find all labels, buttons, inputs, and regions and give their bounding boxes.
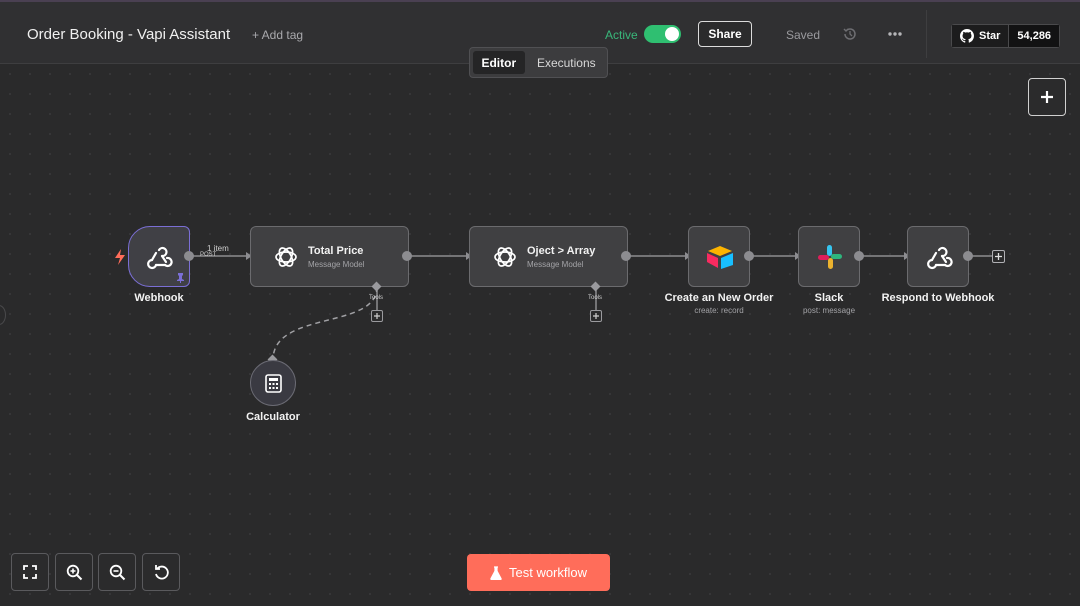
pin-icon: [177, 273, 184, 283]
object-array-node[interactable]: Oject > Array Message Model: [469, 226, 628, 287]
slack-output-handle[interactable]: [854, 251, 864, 261]
plus-icon: [1041, 91, 1053, 103]
lightning-icon: [115, 249, 125, 265]
share-button[interactable]: Share: [698, 21, 752, 47]
create-order-node[interactable]: [688, 226, 750, 287]
active-label: Active: [605, 28, 638, 42]
zoom-out-icon: [109, 564, 125, 580]
fullscreen-icon: [23, 565, 37, 579]
tab-executions[interactable]: Executions: [536, 55, 596, 70]
total-price-tools-label: Tools: [369, 295, 384, 301]
zoom-out-button[interactable]: [98, 553, 136, 591]
test-workflow-button[interactable]: Test workflow: [467, 554, 610, 591]
total-price-title: Total Price: [308, 245, 364, 257]
create-order-sublabel: create: record: [694, 306, 744, 315]
webhook-label: Webhook: [134, 292, 184, 304]
total-price-node[interactable]: Total Price Message Model: [250, 226, 409, 287]
add-tag-button[interactable]: + Add tag: [252, 28, 304, 42]
object-array-subtitle: Message Model: [527, 260, 584, 269]
object-array-title: Oject > Array: [527, 245, 596, 257]
respond-webhook-label: Respond to Webhook: [881, 292, 995, 304]
github-star-count[interactable]: 54,286: [1008, 24, 1061, 48]
slack-node[interactable]: [798, 226, 860, 287]
calculator-node[interactable]: [250, 360, 296, 406]
webhook-node[interactable]: [128, 226, 190, 287]
add-node-button[interactable]: [1028, 78, 1066, 116]
view-tabs: Editor Executions: [469, 47, 608, 78]
workflow-canvas[interactable]: [0, 64, 1080, 606]
respond-output-handle[interactable]: [963, 251, 973, 261]
flask-icon: [490, 565, 502, 580]
create-order-output-handle[interactable]: [744, 251, 754, 261]
respond-webhook-node[interactable]: [907, 226, 969, 287]
webhook-icon: [147, 246, 173, 270]
workflow-title[interactable]: Order Booking - Vapi Assistant: [27, 26, 231, 43]
test-workflow-label: Test workflow: [508, 565, 588, 580]
history-icon[interactable]: [842, 26, 858, 42]
object-array-tools-label: Tools: [588, 295, 603, 301]
zoom-in-icon: [66, 564, 82, 580]
total-price-subtitle: Message Model: [308, 260, 365, 269]
github-icon: [960, 29, 974, 43]
post-port-label: POST: [200, 252, 217, 258]
fit-view-button[interactable]: [11, 553, 49, 591]
airtable-icon: [707, 246, 733, 269]
openai-icon: [494, 247, 516, 267]
active-toggle[interactable]: [644, 25, 681, 43]
add-tool-icon[interactable]: [371, 310, 383, 322]
undo-icon: [154, 564, 169, 579]
add-next-node-icon[interactable]: [992, 250, 1005, 263]
header-divider: [926, 10, 927, 58]
openai-icon: [275, 247, 297, 267]
zoom-in-button[interactable]: [55, 553, 93, 591]
reset-zoom-button[interactable]: [142, 553, 180, 591]
webhook-output-handle[interactable]: [184, 251, 194, 261]
total-price-output-handle[interactable]: [402, 251, 412, 261]
add-tool-icon[interactable]: [590, 310, 602, 322]
github-star-button[interactable]: Star: [951, 24, 1009, 48]
saved-status: Saved: [786, 28, 821, 42]
toggle-knob: [665, 27, 679, 41]
slack-icon: [818, 245, 842, 269]
github-star-widget[interactable]: Star 54,286: [951, 24, 1061, 48]
more-options-icon[interactable]: [886, 26, 904, 42]
create-order-label: Create an New Order: [664, 292, 774, 304]
webhook-icon: [927, 246, 953, 270]
calculator-label: Calculator: [246, 411, 300, 423]
tab-editor[interactable]: Editor: [473, 51, 525, 74]
item-count-label: 1 item: [207, 244, 229, 253]
calculator-icon: [265, 374, 282, 393]
github-star-label: Star: [979, 30, 1001, 42]
slack-sublabel: post: message: [802, 306, 856, 315]
object-array-output-handle[interactable]: [621, 251, 631, 261]
slack-label: Slack: [814, 292, 844, 304]
